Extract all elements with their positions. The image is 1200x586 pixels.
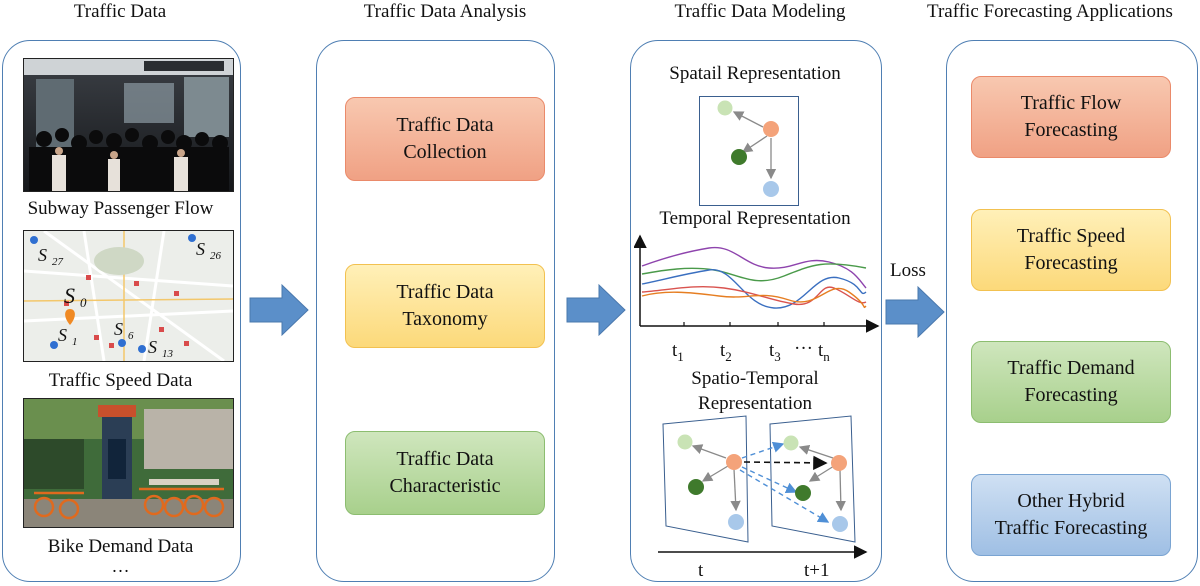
st-axis-t: t <box>698 560 704 581</box>
traffic-speed-forecasting-line1: Traffic Speed <box>1016 225 1126 247</box>
series-orange <box>641 287 867 309</box>
node-dark-green <box>731 149 747 165</box>
st-edge <box>808 465 835 482</box>
other-hybrid-traffic-forecasting-line1: Other Hybrid <box>1017 490 1125 512</box>
arrow-2 <box>566 283 626 337</box>
traffic-demand-forecasting-box: Traffic Demand Forecasting <box>971 341 1171 423</box>
map-label-s27: S <box>38 245 47 265</box>
map-label-s0: S <box>64 283 75 308</box>
node-dark-green <box>688 479 704 495</box>
tick-t1: t1 <box>672 340 684 364</box>
st-edge <box>730 468 741 512</box>
node-blue <box>728 514 744 530</box>
traffic-data-characteristic-line1: Traffic Data <box>396 448 494 470</box>
spatial-edge <box>741 135 768 153</box>
other-hybrid-traffic-forecasting-line2: Traffic Forecasting <box>994 517 1148 539</box>
temporal-series-chart <box>634 234 880 333</box>
node-orange <box>726 454 742 470</box>
map-label-s26-sub: 26 <box>210 250 222 262</box>
map-label-s27-sub: 27 <box>52 256 64 268</box>
arrow-3 <box>885 285 945 339</box>
traffic-demand-forecasting-line1: Traffic Demand <box>1007 357 1135 379</box>
st-axis-t-plus-1: t+1 <box>804 560 830 581</box>
st-edge <box>835 469 846 512</box>
series-blue <box>641 269 867 309</box>
traffic-speed-forecasting-line2: Forecasting <box>1024 252 1118 274</box>
series-purple <box>641 246 867 289</box>
spatio-temporal-graph <box>658 415 868 559</box>
map-label-s0-sub: 0 <box>80 295 87 310</box>
spatio-temporal-label-line2: Representation <box>698 393 812 414</box>
series-green <box>641 263 867 282</box>
st-cross-edge <box>741 441 785 459</box>
loss-label: Loss <box>890 260 926 281</box>
other-hybrid-traffic-forecasting-box: Other Hybrid Traffic Forecasting <box>971 474 1171 556</box>
traffic-data-characteristic-line2: Characteristic <box>389 475 501 497</box>
st-cross-edge <box>743 455 828 471</box>
tick-t3: t3 <box>769 340 781 364</box>
node-light-green <box>677 434 693 450</box>
traffic-speed-forecasting-box: Traffic Speed Forecasting <box>971 209 1171 291</box>
temporal-representation-label: Temporal Representation <box>659 208 851 229</box>
arrow-1 <box>249 283 309 337</box>
node-blue <box>763 181 779 197</box>
map-label-s1: S <box>58 325 67 345</box>
subway-passenger-flow-caption: Subway Passenger Flow <box>27 198 214 219</box>
traffic-forecasting-applications-title: Traffic Forecasting Applications <box>927 1 1173 22</box>
spatial-representation-label: Spatail Representation <box>669 63 841 84</box>
map-label-s13: S <box>148 337 157 357</box>
traffic-data-collection-line2: Collection <box>403 141 487 163</box>
node-orange <box>831 455 847 471</box>
traffic-demand-forecasting-line2: Forecasting <box>1024 384 1118 406</box>
map-label-s1-sub: 1 <box>72 336 78 348</box>
series-red <box>641 285 867 306</box>
tick-dots: ··· <box>794 338 813 359</box>
st-edge <box>691 444 727 459</box>
map-label-s26: S <box>196 239 205 259</box>
traffic-speed-map: S 27 S 26 S 0 S 1 S 6 S 13 <box>23 230 234 362</box>
traffic-data-analysis-title: Traffic Data Analysis <box>363 1 527 22</box>
traffic-data-collection-line1: Traffic Data <box>396 114 494 136</box>
tick-tn: tn <box>818 340 830 364</box>
traffic-data-taxonomy-line1: Traffic Data <box>396 281 494 303</box>
node-blue <box>832 516 848 532</box>
node-orange <box>763 121 779 137</box>
spatial-edge <box>732 111 764 128</box>
traffic-flow-forecasting-line1: Traffic Flow <box>1020 92 1122 114</box>
traffic-data-title: Traffic Data <box>73 1 167 22</box>
tick-t2: t2 <box>720 340 732 364</box>
map-label-s13-sub: 13 <box>162 348 174 360</box>
ellipsis: … <box>111 556 130 576</box>
map-label-s6: S <box>114 319 123 339</box>
node-light-green <box>717 100 733 116</box>
subway-photo <box>23 58 234 192</box>
node-light-green <box>783 435 799 451</box>
traffic-data-characteristic-box: Traffic Data Characteristic <box>345 431 545 515</box>
spatio-temporal-label-line1: Spatio-Temporal <box>691 368 819 389</box>
st-cross-edge <box>739 469 830 523</box>
st-edge <box>701 465 729 482</box>
map-label-s6-sub: 6 <box>128 330 134 342</box>
traffic-flow-forecasting-box: Traffic Flow Forecasting <box>971 76 1171 158</box>
traffic-speed-data-caption: Traffic Speed Data <box>48 370 193 391</box>
spatial-graph <box>699 96 799 206</box>
traffic-data-taxonomy-line2: Taxonomy <box>402 308 488 330</box>
traffic-data-taxonomy-box: Traffic Data Taxonomy <box>345 264 545 348</box>
st-cross-edge <box>741 466 798 493</box>
traffic-data-modeling-title: Traffic Data Modeling <box>674 1 846 22</box>
traffic-flow-forecasting-line2: Forecasting <box>1024 119 1118 141</box>
node-dark-green <box>795 485 811 501</box>
bike-demand-data-caption: Bike Demand Data <box>47 536 194 557</box>
traffic-data-collection-box: Traffic Data Collection <box>345 97 545 181</box>
bike-photo <box>23 398 234 528</box>
